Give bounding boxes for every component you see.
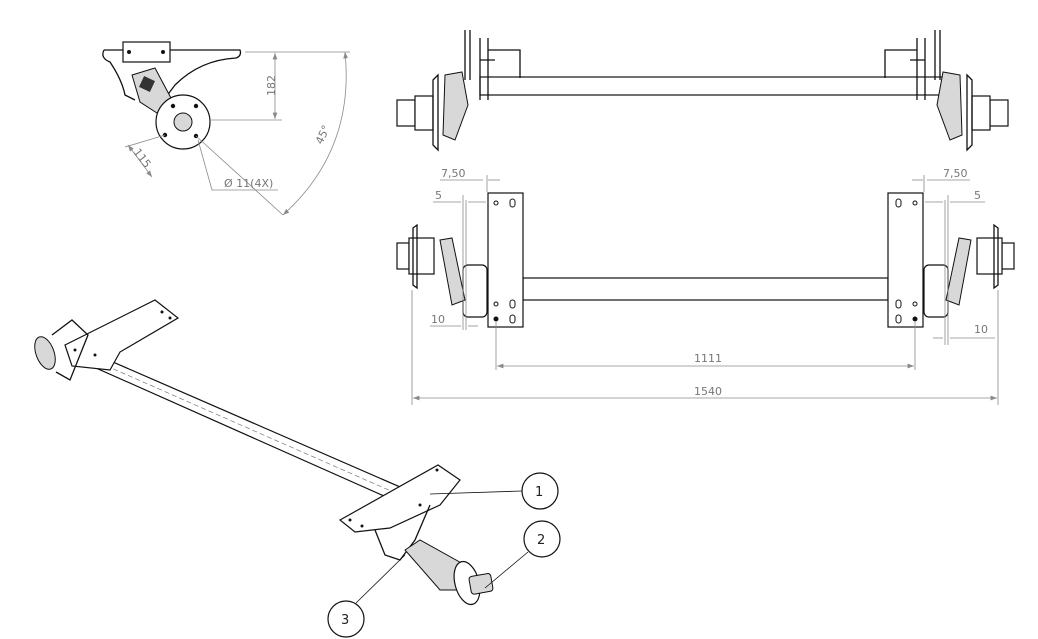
front-axle-tube <box>522 277 889 301</box>
balloon-1 <box>521 472 559 510</box>
bolt-hole <box>418 503 422 507</box>
side-bracket-edge <box>102 49 136 101</box>
mounting-slot <box>509 314 516 324</box>
front-plate-right <box>887 192 924 328</box>
iso-hidden-line <box>83 355 426 507</box>
balloon-2-leader <box>484 551 529 589</box>
balloon-2 <box>523 520 561 558</box>
balloon-3-leader <box>355 554 406 604</box>
dim-7-50-left: 7,50 <box>441 167 466 180</box>
mounting-hole <box>493 200 499 206</box>
top-hub-right <box>989 99 1009 127</box>
top-bracket-right <box>884 30 941 100</box>
mounting-hole <box>493 301 499 307</box>
side-bracket-plate <box>104 49 242 106</box>
dim-10-right: 10 <box>974 323 988 336</box>
bolt-hole <box>160 310 164 314</box>
mounting-slot <box>509 299 516 309</box>
top-arm-right <box>936 71 963 141</box>
dim-5-left: 5 <box>435 189 442 202</box>
front-bushing-left <box>462 264 488 318</box>
top-arm-left <box>442 71 469 141</box>
top-flange-right <box>966 73 973 152</box>
balloon-2-label: 2 <box>537 533 545 548</box>
top-flange-left <box>432 73 439 152</box>
mounting-hole <box>912 200 918 206</box>
front-hub-right <box>1001 242 1015 270</box>
bolt-hole <box>93 353 97 357</box>
dim-1540: 1540 <box>694 385 722 398</box>
mounting-slot <box>509 198 516 208</box>
balloon-3 <box>327 600 365 638</box>
plate-mounting-holes <box>493 198 918 324</box>
bolt-hole <box>360 524 364 528</box>
side-bracket-block <box>122 41 171 63</box>
top-hub-left <box>396 99 416 127</box>
side-view: 182 45° 115 Ø 11(4X) <box>102 41 350 216</box>
extension-line <box>195 135 284 216</box>
front-flange-right <box>993 223 999 290</box>
bolt-hole <box>435 468 439 472</box>
front-view: 1540 1111 7,50 7,50 5 5 10 10 <box>396 167 1015 405</box>
dim-10-left: 10 <box>431 313 445 326</box>
top-bracket-left <box>464 30 521 100</box>
dim-5-right: 5 <box>974 189 981 202</box>
front-flange-left <box>412 223 418 290</box>
mounting-slot <box>895 299 902 309</box>
top-axle-tube <box>479 76 951 96</box>
bolt-hole <box>168 316 172 320</box>
front-bushing-right <box>923 264 949 318</box>
balloon-1-leader <box>429 490 523 495</box>
iso-bracket-left <box>64 299 180 371</box>
dim-1111: 1111 <box>694 352 722 365</box>
balloon-1-label: 1 <box>535 485 543 500</box>
top-view <box>396 30 1009 152</box>
iso-hub-left <box>34 336 56 370</box>
iso-arm-left <box>51 319 89 381</box>
dim-182: 182 <box>265 75 278 96</box>
dim-hole-diameter: Ø 11(4X) <box>224 177 273 190</box>
wheel-bolt-hole <box>193 103 199 109</box>
bolt-hole <box>73 348 77 352</box>
angle-arc-45 <box>282 51 349 216</box>
hole-leader-line <box>197 139 278 191</box>
top-hub-body-left <box>414 95 434 131</box>
top-hub-body-right <box>971 95 991 131</box>
iso-bracket-right <box>338 464 461 533</box>
mounting-hole <box>912 301 918 307</box>
mounting-hole <box>493 316 499 322</box>
front-arm-right <box>945 237 972 306</box>
extension-line <box>124 134 166 148</box>
front-hub-left <box>396 242 410 270</box>
mounting-slot <box>895 198 902 208</box>
bolt-hole <box>348 518 352 522</box>
iso-axle-tube <box>76 351 431 513</box>
bolt-hole <box>127 50 131 54</box>
dim-45-deg: 45° <box>313 123 333 146</box>
bolt-hole <box>161 50 165 54</box>
front-arm-left <box>439 237 466 306</box>
hub-center <box>173 112 193 132</box>
mounting-slot <box>895 314 902 324</box>
wheel-bolt-hole <box>170 103 176 109</box>
dim-7-50-right: 7,50 <box>943 167 968 180</box>
balloon-3-label: 3 <box>341 613 349 628</box>
arm-pivot <box>139 76 155 92</box>
mounting-hole <box>912 316 918 322</box>
dimension-line-115 <box>127 144 153 178</box>
front-plate-left <box>487 192 524 328</box>
dim-115: 115 <box>131 146 154 171</box>
isometric-view: 1 2 3 <box>34 299 561 638</box>
